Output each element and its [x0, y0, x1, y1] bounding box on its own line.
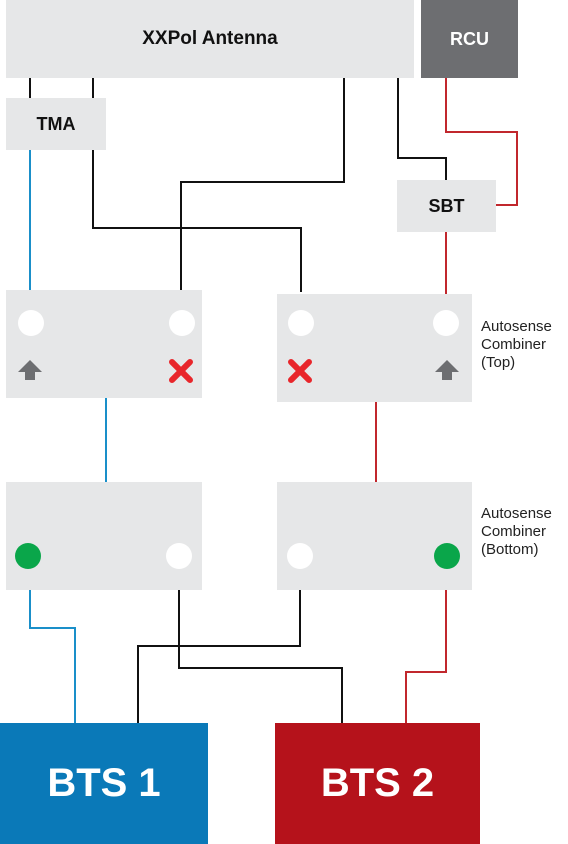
wire-red-combiner-bts2	[405, 590, 447, 723]
bts1-box	[0, 723, 208, 844]
bts2-label: BTS 2	[320, 761, 435, 805]
note-line: (Bottom)	[481, 541, 539, 558]
antenna-box	[6, 0, 414, 78]
bts2-box	[275, 723, 480, 844]
wire-black-antenna-sbt	[397, 78, 447, 180]
bts1-label: BTS 1	[47, 761, 161, 805]
combiner-bottom-left-port-2	[166, 543, 192, 569]
sbt-box	[397, 180, 496, 232]
wire-black-antenna-combiner-left	[180, 78, 345, 290]
up-arrow-icon	[18, 360, 42, 380]
rcu-label: RCU	[450, 28, 489, 49]
wire-black-tma-combiner-top-right	[92, 150, 302, 292]
combiner-bottom-note: Autosense Combiner (Bottom)	[481, 505, 552, 559]
antenna-label: XXPol Antenna	[142, 28, 278, 49]
note-line: Combiner	[481, 523, 547, 540]
combiner-bottom-right-port-1	[287, 543, 313, 569]
rcu-box	[421, 0, 518, 78]
x-mark-icon	[288, 359, 312, 383]
wire-red-rcu-sbt	[445, 78, 518, 206]
tma-box	[6, 98, 106, 150]
combiner-top-left-port-1	[18, 310, 44, 336]
combiner-bottom-right-port-active	[434, 543, 460, 569]
wire-blue-combiner-bts1	[29, 590, 76, 723]
up-arrow-icon	[435, 360, 459, 380]
note-line: Autosense	[481, 505, 552, 522]
note-line: Autosense	[481, 318, 552, 335]
sbt-label: SBT	[428, 195, 465, 216]
tma-label: TMA	[36, 113, 76, 134]
x-mark-icon	[169, 359, 193, 383]
combiner-top-right-port-1	[288, 310, 314, 336]
combiner-bottom-right	[277, 482, 472, 590]
combiner-top-right-port-2	[433, 310, 459, 336]
note-line: Combiner	[481, 336, 547, 353]
wire-black-combiner-right-bts1	[137, 590, 301, 723]
note-line: (Top)	[481, 354, 516, 371]
combiner-bottom-left	[6, 482, 202, 590]
combiner-top-note: Autosense Combiner (Top)	[481, 318, 552, 372]
wire-black-combiner-left-bts2	[178, 590, 343, 723]
combiner-top-left-port-2	[169, 310, 195, 336]
combiner-bottom-left-port-active	[15, 543, 41, 569]
